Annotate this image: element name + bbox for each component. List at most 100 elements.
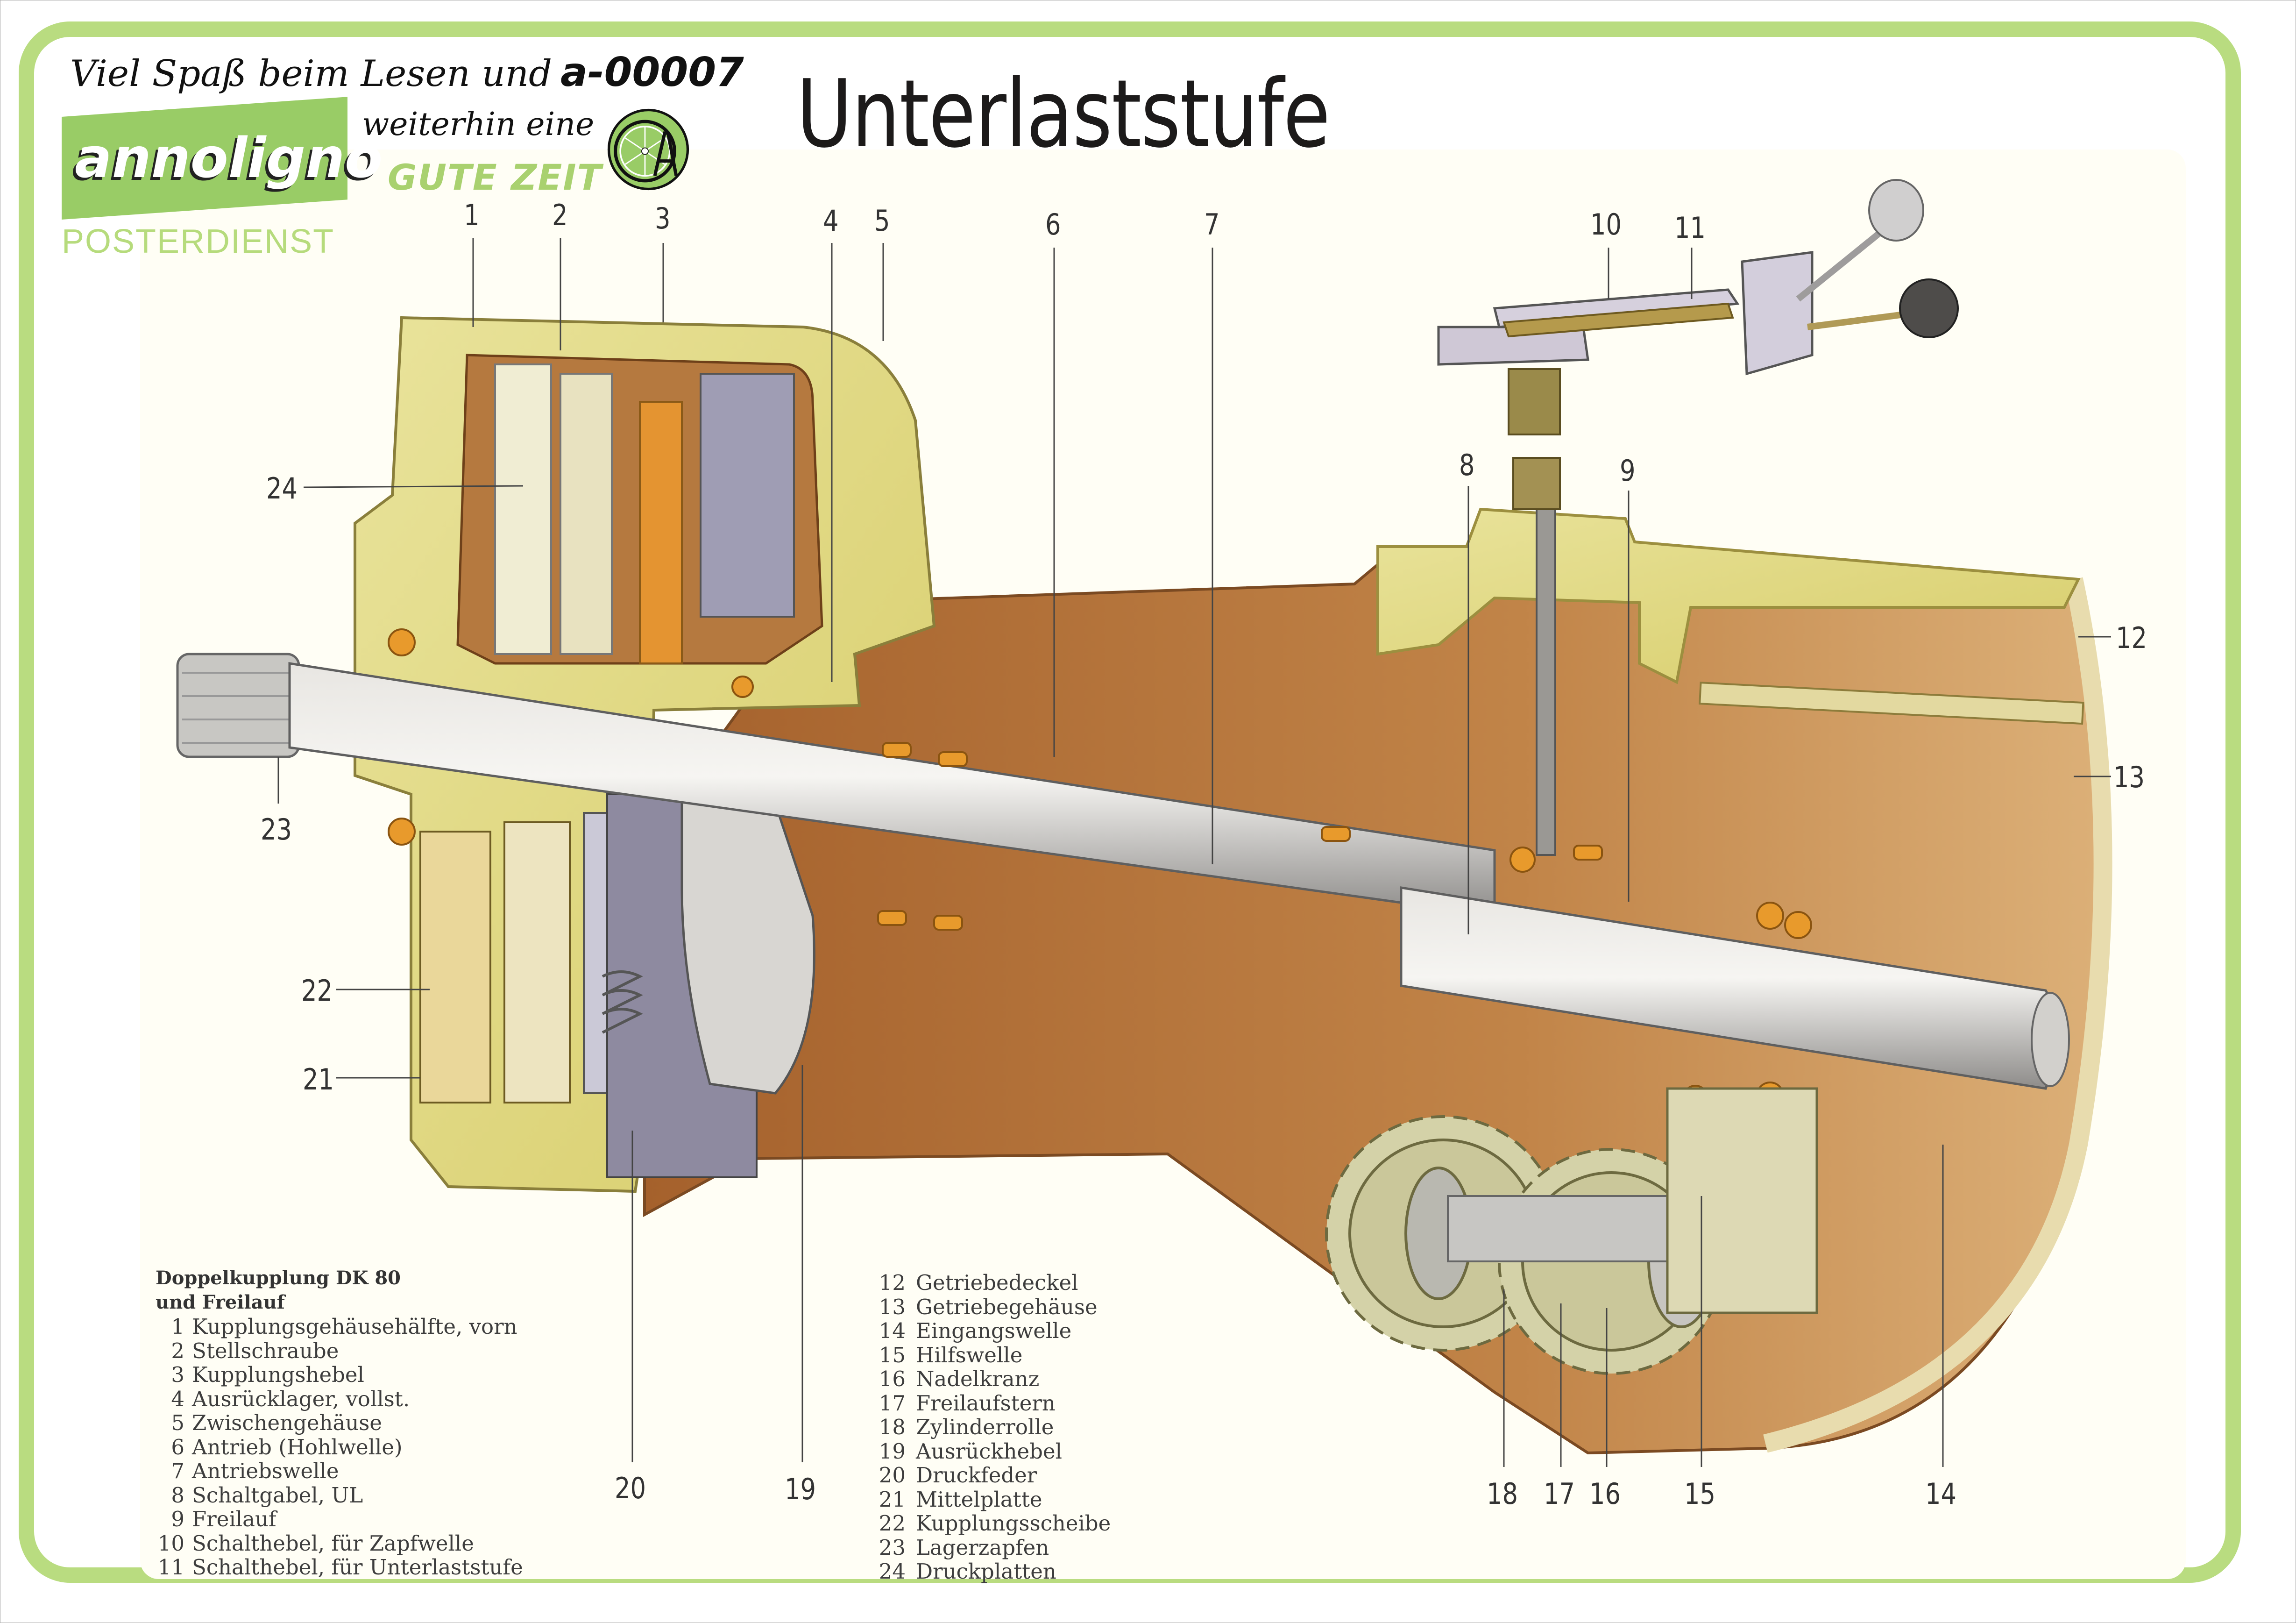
- page-title: Unterlaststufe: [796, 60, 1330, 169]
- legend-item-label: Eingangswelle: [916, 1318, 1072, 1343]
- legend-item-label: Schalthebel, für Unterlaststufe: [192, 1555, 523, 1580]
- legend-item-label: Ausrücklager, vollst.: [192, 1386, 410, 1411]
- aux-shaft: [1447, 1195, 1682, 1262]
- gear-18: [1325, 1115, 1561, 1352]
- callout-24: 24: [266, 471, 298, 505]
- legend-item-label: Hilfswelle: [916, 1342, 1023, 1367]
- legend-heading-1: Doppelkupplung DK 80: [156, 1267, 401, 1289]
- legend-item-label: Antriebswelle: [192, 1459, 339, 1483]
- legend-item-number: 19: [879, 1438, 906, 1464]
- legend-item: 1 Kupplungsgehäusehälfte, vorn: [156, 1315, 523, 1339]
- legend-item: 15 Hilfswelle: [866, 1343, 1111, 1367]
- legend-item: 3 Kupplungshebel: [156, 1363, 523, 1387]
- callout-2: 2: [552, 198, 568, 232]
- legend-item-number: 18: [879, 1415, 906, 1439]
- logo-subtitle: POSTERDIENST: [62, 223, 335, 260]
- lower-clutch-disc: [419, 831, 491, 1103]
- legend-item-number: 15: [879, 1342, 906, 1367]
- legend-item: 10 Schalthebel, für Zapfwelle: [156, 1531, 523, 1556]
- legend-item-label: Getriebegehäuse: [916, 1294, 1098, 1319]
- legend-item: 18 Zylinderrolle: [866, 1415, 1111, 1439]
- callout-3: 3: [655, 201, 671, 235]
- greeting-line-3: GUTE ZEIT: [388, 157, 602, 198]
- legend-item-number: 17: [879, 1390, 906, 1416]
- legend-item-label: Ausrückhebel: [916, 1438, 1062, 1464]
- legend-item-number: 12: [879, 1270, 906, 1295]
- wheel-emblem-icon: [607, 108, 689, 191]
- legend-item-number: 6: [171, 1434, 184, 1459]
- legend-item-label: Freilaufstern: [916, 1390, 1056, 1416]
- legend-heading-2: und Freilauf: [156, 1291, 285, 1313]
- callout-9: 9: [1620, 454, 1636, 488]
- legend-item-number: 7: [171, 1459, 184, 1483]
- release-bearing-block: [700, 373, 795, 618]
- callout-23: 23: [261, 812, 292, 847]
- legend-item-number: 16: [879, 1367, 906, 1391]
- legend-item: 22 Kupplungsscheibe: [866, 1511, 1111, 1536]
- legend-item: 13 Getriebegehäuse: [866, 1295, 1111, 1319]
- legend-item-number: 21: [879, 1487, 906, 1512]
- callout-22: 22: [301, 974, 333, 1008]
- callout-5: 5: [874, 204, 890, 238]
- legend-item-number: 20: [879, 1463, 906, 1488]
- legend-item-number: 22: [879, 1511, 906, 1536]
- legend-item-label: Mittelplatte: [916, 1487, 1042, 1512]
- greeting-line-2: weiterhin eine: [362, 106, 595, 143]
- legend-item-number: 3: [171, 1362, 184, 1387]
- legend-item-label: Kupplungsgehäusehälfte, vorn: [192, 1314, 517, 1339]
- callout-1: 1: [464, 198, 480, 232]
- lower-clutch-plate: [503, 821, 571, 1103]
- callout-21: 21: [303, 1062, 334, 1096]
- callout-20: 20: [615, 1471, 646, 1505]
- legend-item: 6 Antrieb (Hohlwelle): [156, 1435, 523, 1459]
- legend-item-number: 2: [171, 1338, 184, 1363]
- cover-flange: [1699, 682, 2084, 725]
- callout-6: 6: [1045, 207, 1061, 242]
- logo-wordmark: annoligno: [75, 126, 383, 190]
- callout-17: 17: [1544, 1477, 1575, 1511]
- callout-4: 4: [823, 204, 839, 238]
- legend-item: 7 Antriebswelle: [156, 1459, 523, 1483]
- callout-11: 11: [1674, 211, 1706, 245]
- shaft-end: [2031, 992, 2070, 1087]
- clutch-lever: [639, 401, 683, 664]
- legend-item-label: Antrieb (Hohlwelle): [192, 1434, 403, 1459]
- splined-input-end: [176, 653, 300, 758]
- legend-item-label: Zwischengehäuse: [192, 1410, 383, 1435]
- legend-item-number: 5: [171, 1410, 184, 1435]
- callout-18: 18: [1487, 1477, 1518, 1511]
- legend-item-number: 14: [879, 1318, 906, 1343]
- pressure-spring: [602, 970, 643, 1034]
- legend-item-label: Schalthebel, für Zapfwelle: [192, 1530, 474, 1556]
- callout-7: 7: [1204, 207, 1220, 242]
- callout-13: 13: [2113, 760, 2145, 794]
- legend-item: 17 Freilaufstern: [866, 1391, 1111, 1416]
- legend-item-label: Kupplungshebel: [192, 1362, 364, 1387]
- poster-code: a-00007: [560, 49, 744, 96]
- legend-item: 19 Ausrückhebel: [866, 1439, 1111, 1464]
- callout-12: 12: [2116, 621, 2147, 655]
- legend-item-number: 1: [171, 1314, 184, 1339]
- shift-lever-assembly: [1437, 179, 1959, 510]
- housing-rim: [1763, 577, 2112, 1453]
- legend-item-label: Druckplatten: [916, 1559, 1056, 1584]
- legend-item: 5 Zwischengehäuse: [156, 1411, 523, 1435]
- legend-item-number: 10: [157, 1530, 184, 1556]
- legend-item-label: Nadelkranz: [916, 1367, 1040, 1391]
- callout-14: 14: [1925, 1477, 1957, 1511]
- legend-item-label: Zylinderrolle: [916, 1415, 1054, 1439]
- legend-item-label: Kupplungsscheibe: [916, 1511, 1111, 1536]
- callout-19: 19: [785, 1472, 816, 1506]
- legend-item-number: 13: [879, 1294, 906, 1319]
- legend-item-label: Lagerzapfen: [916, 1535, 1049, 1560]
